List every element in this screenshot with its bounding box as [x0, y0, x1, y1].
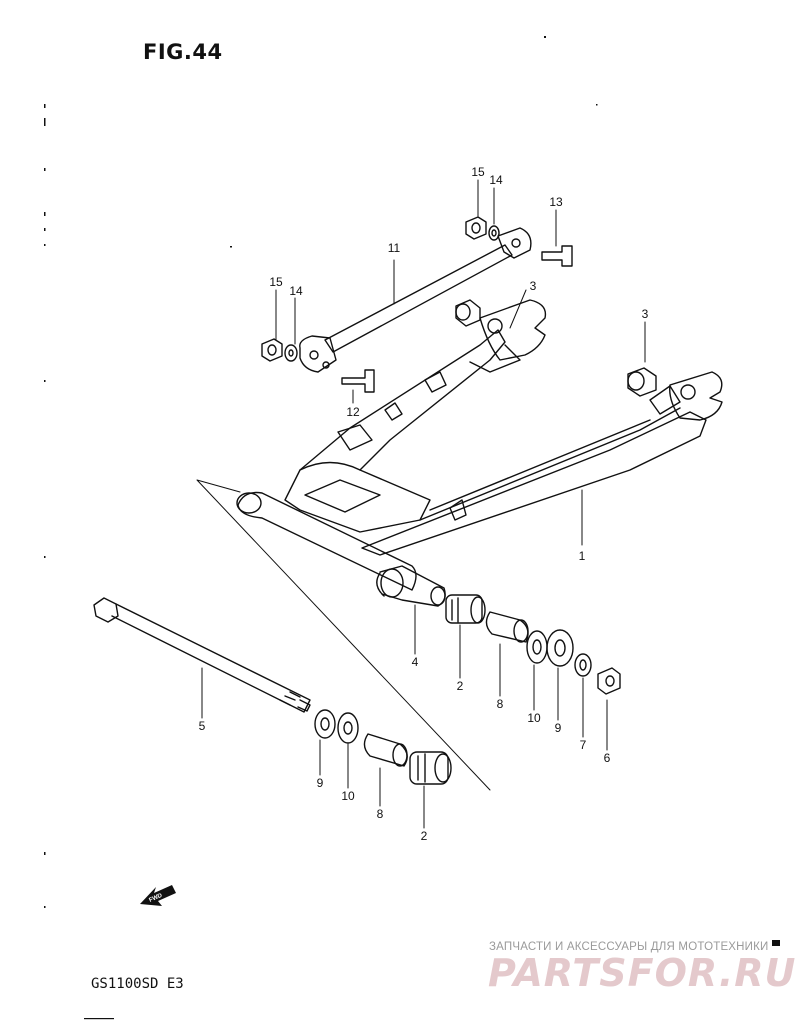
washer-14-upper [488, 225, 500, 241]
figure-title: FIG.44 [143, 40, 223, 64]
callout-13: 13 [549, 195, 563, 209]
washer-14-lower [284, 344, 298, 362]
model-label: GS1100SD E3 [91, 976, 184, 992]
washer-7 [574, 653, 592, 677]
bolt-12 [341, 369, 375, 393]
callout-3-left: 3 [530, 279, 537, 293]
swingarm-part [236, 299, 723, 597]
callout-5: 5 [199, 719, 206, 733]
callout-8-right: 8 [497, 697, 504, 711]
callout-10-left: 10 [341, 789, 355, 803]
bush-3-left [455, 299, 481, 327]
washer-10-left [337, 712, 359, 744]
nut-15-lower [261, 338, 283, 362]
fwd-arrow-icon: FWD [140, 885, 176, 906]
callout-4: 4 [412, 655, 419, 669]
torque-link-rod [299, 227, 532, 373]
callout-1: 1 [579, 549, 586, 563]
pivot-shaft-part [93, 597, 311, 713]
callout-3-right: 3 [642, 307, 649, 321]
callout-labels: 1 2 2 3 3 4 5 6 7 8 8 9 9 10 10 11 12 13… [199, 165, 649, 843]
washer-9-right [546, 629, 574, 667]
callout-9-right: 9 [555, 721, 562, 735]
bush-3-right [627, 367, 657, 397]
callout-8-left: 8 [377, 807, 384, 821]
callout-12: 12 [346, 405, 360, 419]
callout-14-upper: 14 [489, 173, 503, 187]
callout-11: 11 [388, 241, 401, 255]
callout-15-upper: 15 [471, 165, 485, 179]
pivot-spacer-part [379, 565, 446, 607]
corner-mark [772, 940, 780, 946]
callout-9-left: 9 [317, 776, 324, 790]
callout-14-lower: 14 [289, 284, 303, 298]
callout-2-left: 2 [421, 829, 428, 843]
callout-2-right: 2 [457, 679, 464, 693]
leader-lines [201, 179, 646, 829]
callout-10-right: 10 [527, 711, 541, 725]
callout-15-lower: 15 [269, 275, 283, 289]
fwd-arrow-label: FWD [148, 893, 164, 904]
spacer-left [363, 733, 408, 767]
callout-7: 7 [580, 738, 587, 752]
needle-bearing-right [445, 594, 486, 624]
assembly-guide-line [196, 479, 491, 791]
nut-15-upper [465, 216, 487, 240]
needle-bearing-left [409, 751, 452, 785]
washer-9-left [314, 709, 336, 739]
scan-specks [44, 36, 598, 1020]
bolt-13 [541, 245, 573, 267]
watermark-logo: PARTSFOR.RU [488, 951, 797, 995]
watermark-caption: ЗАПЧАСТИ И АКСЕССУАРЫ ДЛЯ МОТОТЕХНИКИ [489, 941, 769, 953]
spacer-right [485, 611, 529, 643]
washer-10-right [526, 630, 548, 664]
nut-6 [597, 667, 621, 695]
callout-6: 6 [604, 751, 611, 765]
